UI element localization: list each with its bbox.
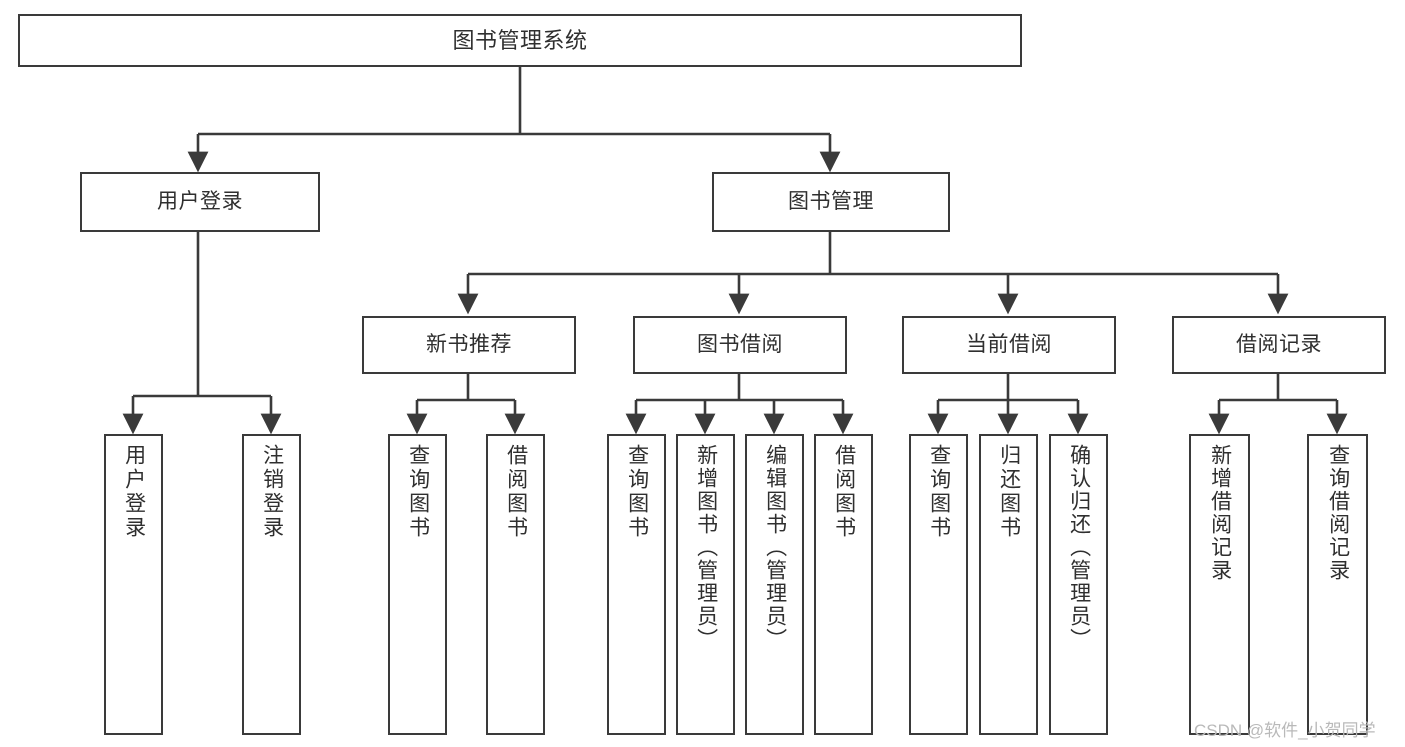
node-root-book-management-system[interactable]: 图书管理系统 [18, 14, 1022, 67]
node-label: 图书管理系统 [452, 27, 588, 53]
leaf-current-borrow-query-book[interactable]: 查询图书 [909, 434, 968, 735]
node-current-borrow[interactable]: 当前借阅 [902, 316, 1116, 374]
node-label: 归还图书 [997, 444, 1021, 540]
node-book-borrow[interactable]: 图书借阅 [633, 316, 847, 374]
leaf-new-book-borrow-book[interactable]: 借阅图书 [486, 434, 545, 735]
node-label: 注销登录 [260, 444, 284, 540]
node-label: 图书管理 [788, 189, 874, 213]
node-label: 图书借阅 [697, 332, 783, 356]
node-label: 新增图书（管理员） [694, 444, 718, 651]
node-label: 查询图书 [927, 444, 951, 540]
node-label: 确认归还（管理员） [1067, 444, 1091, 651]
node-label: 借阅图书 [504, 444, 528, 540]
leaf-book-borrow-add-book-admin[interactable]: 新增图书（管理员） [676, 434, 735, 735]
node-label: 当前借阅 [966, 332, 1052, 356]
node-label: 查询图书 [625, 444, 649, 540]
node-book-management[interactable]: 图书管理 [712, 172, 950, 232]
leaf-book-borrow-borrow-book[interactable]: 借阅图书 [814, 434, 873, 735]
leaf-book-borrow-query-book[interactable]: 查询图书 [607, 434, 666, 735]
leaf-user-login-login[interactable]: 用户登录 [104, 434, 163, 735]
leaf-current-borrow-confirm-return-admin[interactable]: 确认归还（管理员） [1049, 434, 1108, 735]
leaf-user-login-logout[interactable]: 注销登录 [242, 434, 301, 735]
leaf-new-book-query-book[interactable]: 查询图书 [388, 434, 447, 735]
node-label: 借阅图书 [832, 444, 856, 540]
leaf-book-borrow-edit-book-admin[interactable]: 编辑图书（管理员） [745, 434, 804, 735]
node-label: 用户登录 [157, 189, 243, 213]
node-label: 新增借阅记录 [1208, 444, 1232, 582]
leaf-borrow-record-query-record[interactable]: 查询借阅记录 [1307, 434, 1368, 735]
csdn-watermark: CSDN @软件_小贺同学 [1194, 721, 1376, 740]
node-label: 编辑图书（管理员） [763, 444, 787, 651]
node-borrow-record[interactable]: 借阅记录 [1172, 316, 1386, 374]
node-label: 查询图书 [406, 444, 430, 540]
node-label: 借阅记录 [1236, 332, 1322, 356]
node-user-login[interactable]: 用户登录 [80, 172, 320, 232]
leaf-borrow-record-add-record[interactable]: 新增借阅记录 [1189, 434, 1250, 735]
node-label: 新书推荐 [426, 332, 512, 356]
node-label: 用户登录 [122, 444, 146, 540]
node-label: 查询借阅记录 [1326, 444, 1350, 582]
leaf-current-borrow-return-book[interactable]: 归还图书 [979, 434, 1038, 735]
node-new-book-recommend[interactable]: 新书推荐 [362, 316, 576, 374]
